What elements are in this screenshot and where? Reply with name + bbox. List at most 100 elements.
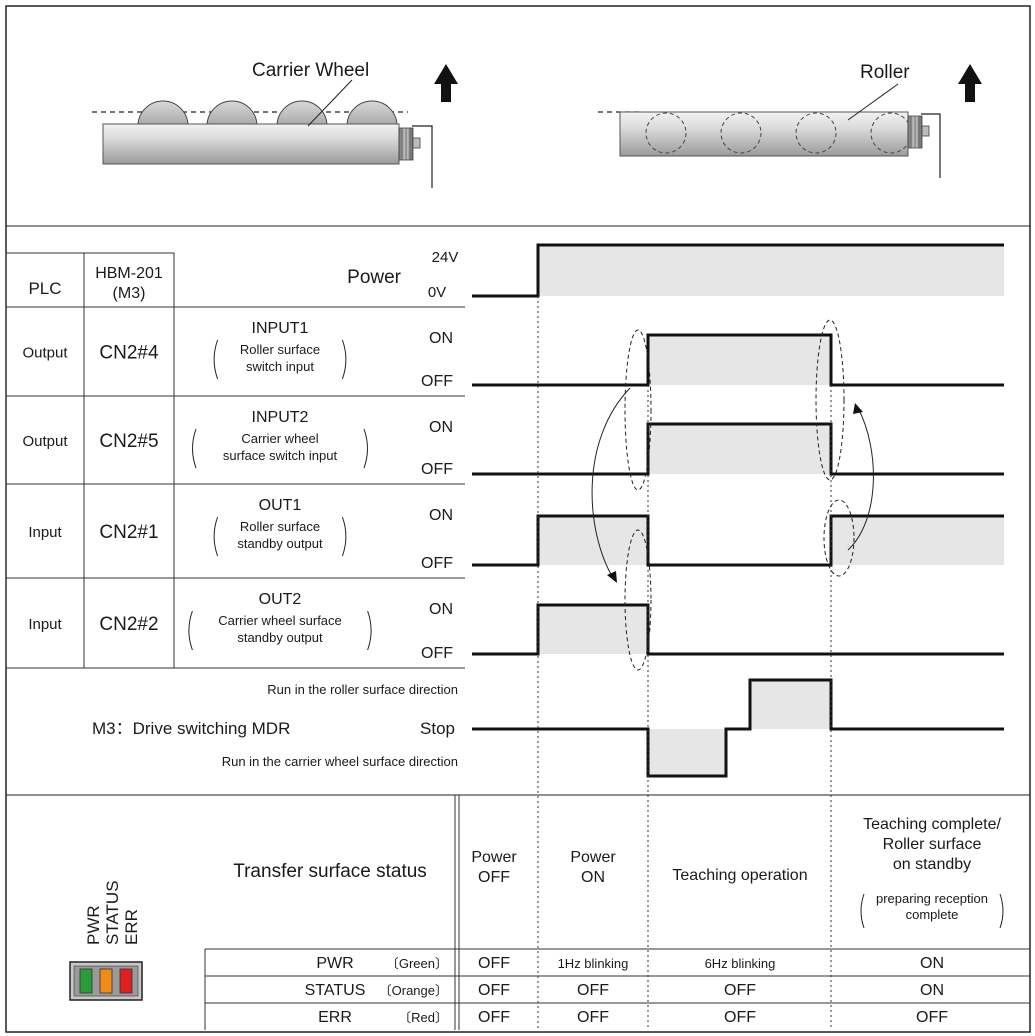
status-cell: OFF [916,1009,948,1026]
roller-label: Roller [860,62,910,83]
signal-high: ON [429,507,453,524]
signal-pin: CN2#4 [99,343,159,364]
signal-desc: Roller surface [240,342,320,357]
signal-high: ON [429,601,453,618]
arrow-head-icon [607,571,617,583]
paren-left [213,339,219,380]
paren-left [192,428,197,469]
roller-illustration: Roller [598,62,982,178]
motor-labels: Run in the roller surface direction M3：D… [92,682,458,769]
status-cell: OFF [577,982,609,999]
status-col-header: on standby [893,856,971,873]
status-cell: 6Hz blinking [705,956,776,971]
power-waveform [472,243,1004,298]
status-cell: OFF [724,1009,756,1026]
col-plc-header: PLC [28,279,61,298]
stop-label: Stop [420,719,455,738]
transition-markers [591,319,874,671]
signal-desc: switch input [246,359,314,374]
input2-waveform [472,422,1004,476]
motor-waveform [472,678,1004,778]
status-cell: OFF [478,955,510,972]
led-label-pwr: PWR [84,905,103,945]
carrier-wheel-illustration: Carrier Wheel [92,60,458,188]
power-high-label: 24V [432,249,459,266]
status-col-header: Teaching operation [672,867,807,884]
signal-name: INPUT1 [252,320,309,337]
col-hbm-subheader: (M3) [113,285,146,302]
signal-pin: CN2#5 [99,431,158,452]
signal-direction: Input [28,524,62,541]
status-col-header: Teaching complete/ [863,816,1001,833]
signal-desc: Carrier wheel [241,431,318,446]
paren-left [860,893,865,929]
status-cell: ON [920,982,944,999]
paren-right [367,610,372,651]
signal-desc: Roller surface [240,519,320,534]
err-led-icon [119,968,133,994]
signal-desc: standby output [237,536,323,551]
paren-right [999,893,1004,929]
input1-waveform [472,333,1004,387]
paren-right [341,339,347,380]
signal-name: INPUT2 [252,409,309,426]
paren-right [341,516,347,557]
led-panel: PWR STATUS ERR [69,880,143,1001]
out2-waveform [472,603,1004,656]
status-col-subheader: preparing reception [876,891,988,906]
up-arrow-icon [958,64,982,102]
pwr-led-icon [79,968,93,994]
signal-desc: standby output [237,630,323,645]
paren-left [188,610,193,651]
signal-low: OFF [421,461,453,478]
signal-direction: Output [22,433,68,450]
status-row-label: ERR [318,1009,352,1026]
signal-low: OFF [421,555,453,572]
status-cell: OFF [577,1009,609,1026]
status-row-label: STATUS [305,982,366,999]
power-label: Power [347,267,402,288]
signal-table: PLC HBM-201 (M3) Power 24V 0V [5,249,465,669]
signal-desc: Carrier wheel surface [218,613,342,628]
power-low-label: 0V [428,284,446,301]
status-cell: OFF [724,982,756,999]
signal-high: ON [429,330,453,347]
signal-name: OUT2 [259,591,302,608]
status-led-icon [99,968,113,994]
arrow-head-icon [853,403,863,414]
status-col-subheader: complete [906,907,959,922]
status-col-header: OFF [478,869,510,886]
status-cell: 1Hz blinking [558,956,629,971]
signal-direction: Input [28,616,62,633]
motor-label: M3：Drive switching MDR [92,719,290,738]
signal-pin: CN2#1 [99,522,158,543]
status-table: Transfer surface status [204,795,1030,1030]
status-col-header: Power [570,849,616,866]
status-cell: OFF [478,1009,510,1026]
status-cell: ON [920,955,944,972]
signal-desc: surface switch input [223,448,338,463]
status-col-header: Roller surface [883,836,982,853]
col-hbm-header: HBM-201 [95,265,163,282]
signal-low: OFF [421,645,453,662]
status-cell: OFF [478,982,510,999]
signal-pin: CN2#2 [99,614,158,635]
carrier-wheel-label: Carrier Wheel [252,60,369,81]
status-row-color: 〔Red〕 [398,1010,448,1025]
paren-right [363,428,368,469]
run-roller-label: Run in the roller surface direction [267,682,458,697]
status-row-label: PWR [316,955,353,972]
status-col-header: ON [581,869,605,886]
signal-direction: Output [22,345,68,362]
signal-high: ON [429,419,453,436]
led-label-status: STATUS [103,880,122,945]
status-row-color: 〔Green〕 [386,956,448,971]
